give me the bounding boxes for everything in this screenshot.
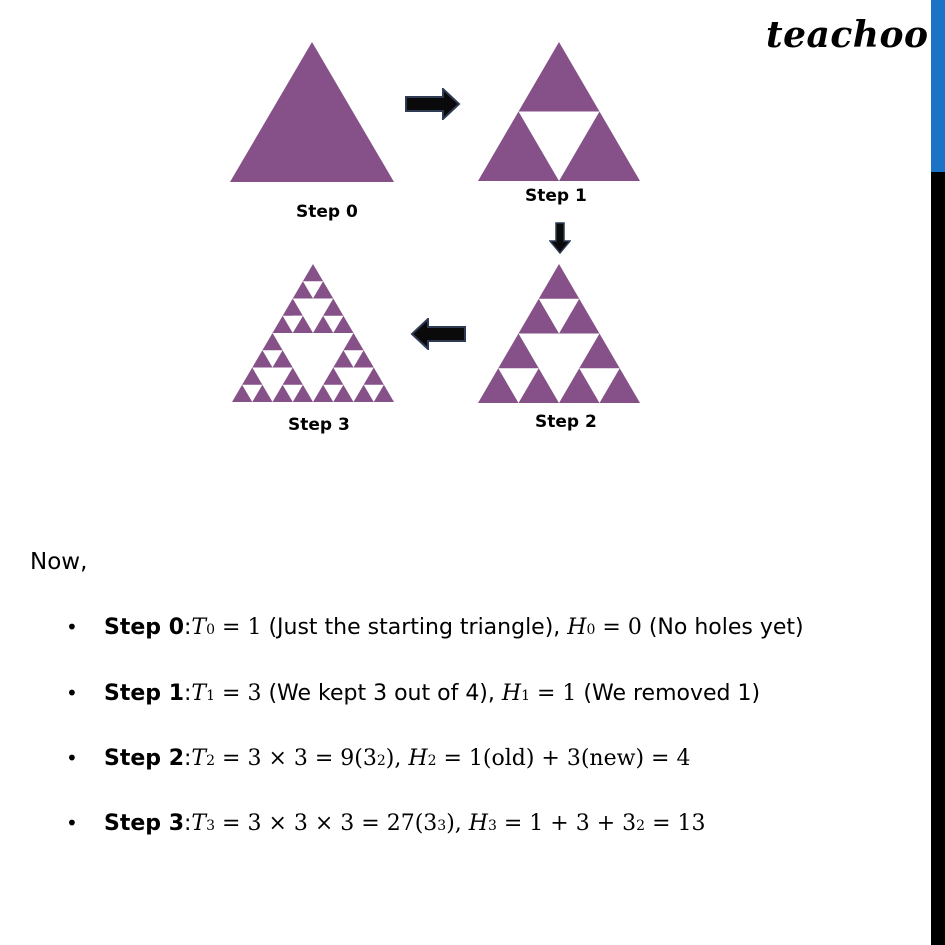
h-expression: = 1: [530, 681, 584, 706]
t-expression: = 3: [215, 681, 269, 706]
sidebar-accent-bar: [931, 0, 945, 172]
sidebar-dark-bar: [931, 172, 945, 945]
step-2-label: Step 2: [535, 412, 597, 432]
t-expression: = 3 × 3 = 9(3: [215, 746, 377, 771]
h-variable: H: [567, 615, 587, 640]
t-subscript: 1: [206, 688, 216, 704]
step-0-label: Step 0: [296, 202, 358, 222]
h-subscript: 0: [586, 622, 596, 638]
t-note: (We kept 3 out of 4),: [268, 681, 502, 706]
bullet-dot: •: [66, 615, 78, 639]
t-variable: T: [191, 615, 207, 640]
t-expression: = 3 × 3 × 3 = 27(3: [215, 811, 438, 836]
arrow-right-icon: [405, 88, 461, 120]
bullet-label: Step 2: [104, 746, 184, 771]
step-1-label: Step 1: [525, 186, 587, 206]
bullet-dot: •: [66, 681, 78, 705]
t-variable: T: [191, 681, 207, 706]
sierpinski-step-1: [478, 42, 640, 181]
h-subscript: 2: [427, 753, 437, 769]
h-expression: = 1(old) + 3(new) = 4: [436, 746, 691, 771]
arrow-left-icon: [410, 318, 466, 350]
h-expression: = 0: [595, 615, 649, 640]
separator: :: [184, 811, 192, 836]
bullet-label: Step 1: [104, 681, 184, 706]
arrow-down-icon: [549, 222, 571, 254]
t-close: ),: [385, 746, 409, 771]
t-expression: = 1: [215, 615, 269, 640]
h-note: (No holes yet): [648, 615, 804, 640]
t-close: ),: [446, 811, 469, 836]
h-expression: = 1 + 3 + 3: [496, 811, 637, 836]
t-variable: T: [191, 811, 207, 836]
teachoo-logo: teachoo: [766, 14, 929, 56]
sierpinski-step-2: [478, 264, 640, 403]
sierpinski-step-3: [232, 264, 394, 402]
t-subscript: 3: [206, 818, 216, 834]
h-variable: H: [468, 811, 488, 836]
h-subscript: 1: [521, 688, 530, 704]
h-variable: H: [408, 746, 428, 771]
bullet-dot: •: [66, 811, 78, 835]
h-subscript: 3: [487, 818, 497, 834]
t-superscript: 3: [437, 818, 447, 834]
t-subscript: 0: [206, 622, 216, 638]
separator: :: [184, 615, 192, 640]
separator: :: [184, 681, 192, 706]
t-superscript: 2: [376, 753, 386, 769]
sierpinski-step-0: [230, 42, 394, 182]
separator: :: [184, 746, 192, 771]
h-tail: = 13: [645, 811, 706, 836]
bullet-dot: •: [66, 746, 78, 770]
step-3-label: Step 3: [288, 415, 350, 435]
h-note: (We removed 1): [583, 681, 761, 706]
bullet-label: Step 3: [104, 811, 184, 836]
t-subscript: 2: [206, 753, 216, 769]
h-variable: H: [501, 681, 522, 706]
bullet-label: Step 0: [104, 615, 184, 640]
t-note: (Just the starting triangle),: [268, 615, 568, 640]
h-superscript: 2: [636, 818, 646, 834]
t-variable: T: [191, 746, 207, 771]
intro-text: Now,: [30, 549, 88, 575]
